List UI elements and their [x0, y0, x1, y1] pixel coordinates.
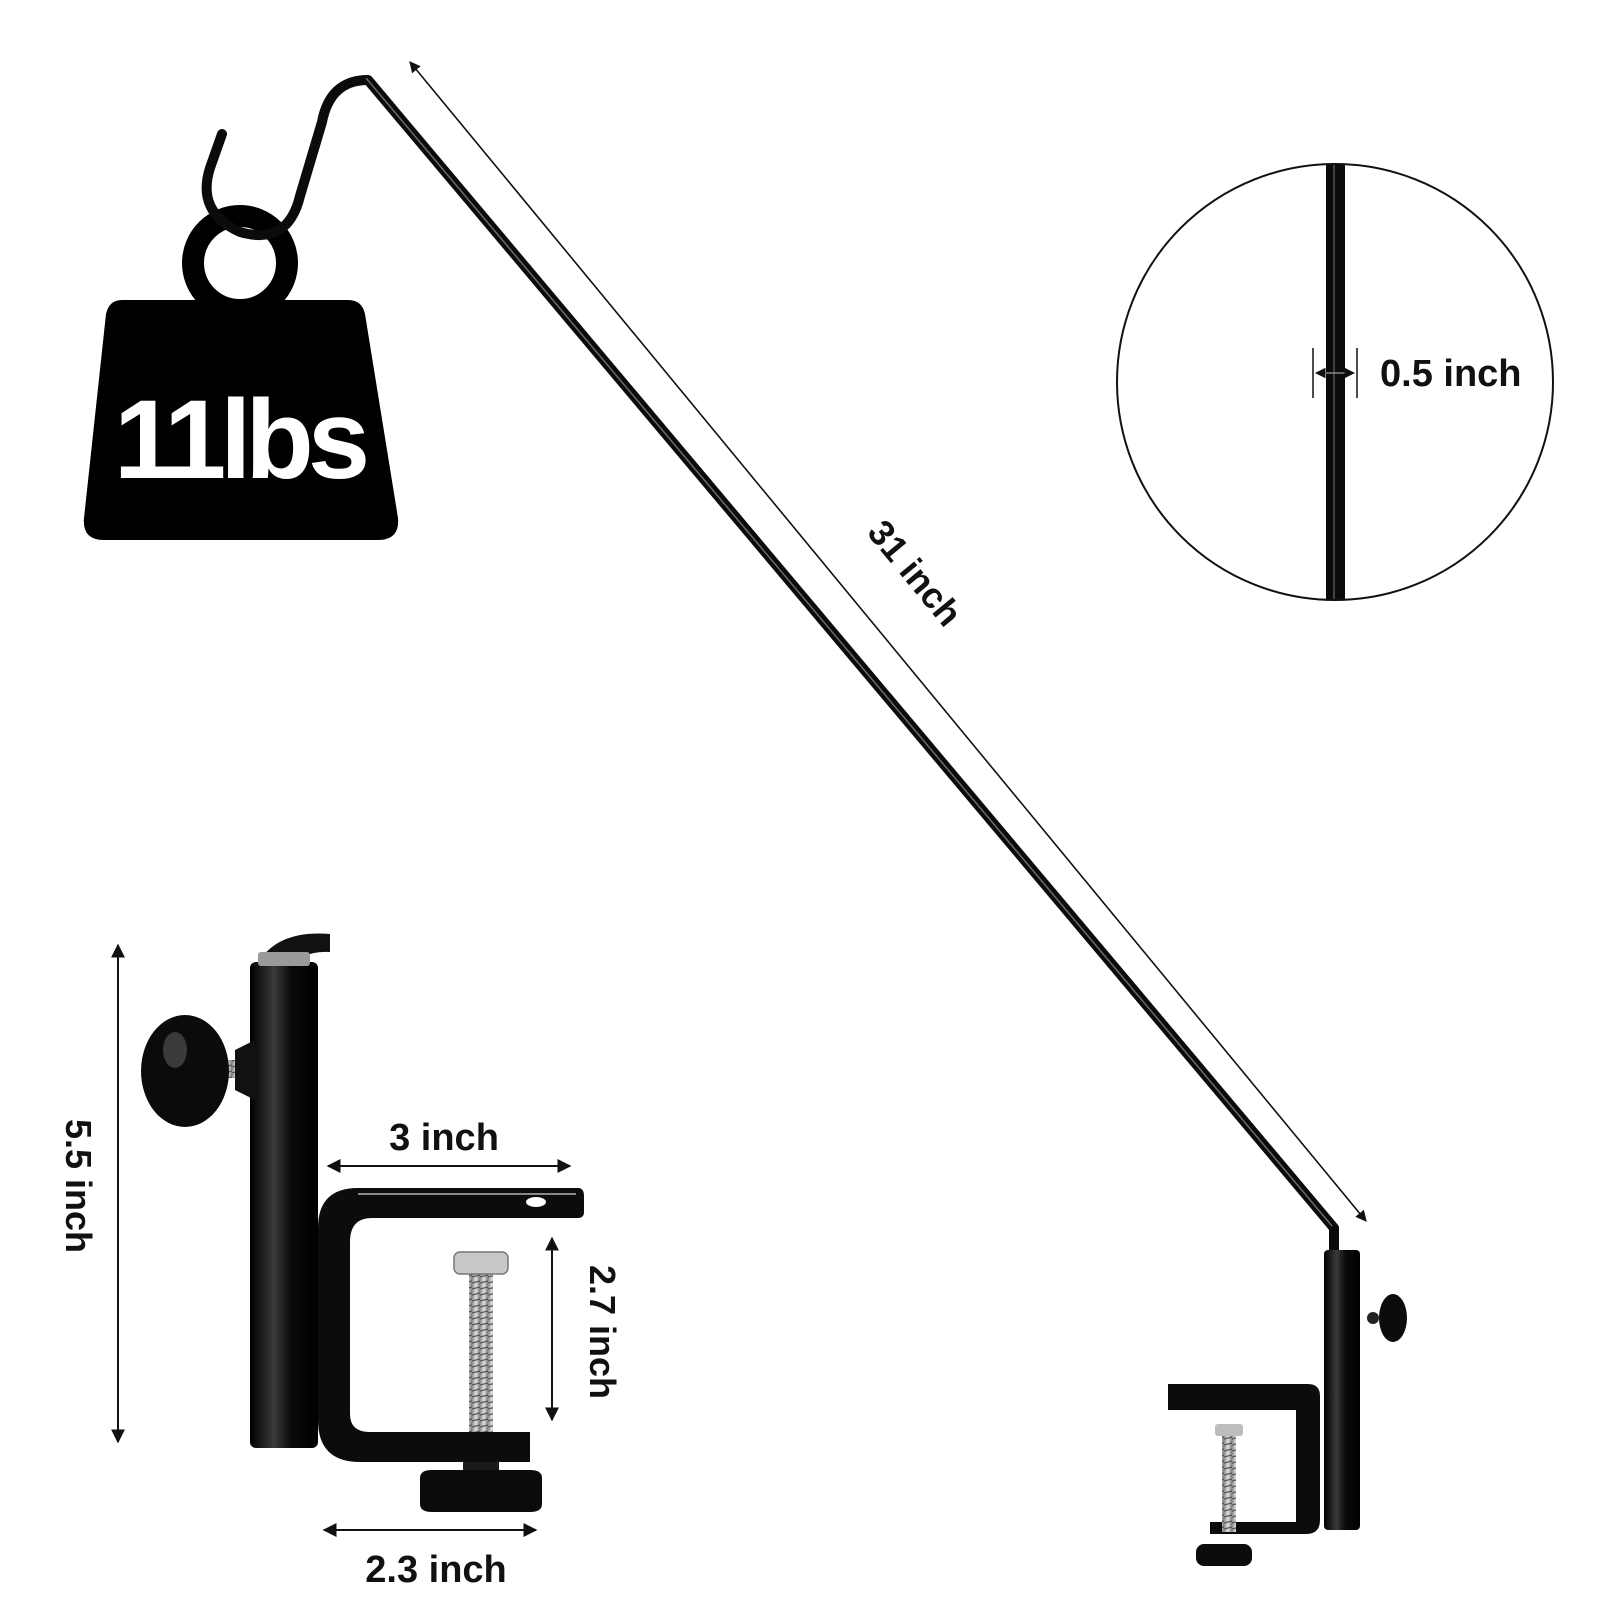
clamp-bottom-width-label: 2.3 inch — [365, 1549, 507, 1591]
clamp-opening-label: 2.7 inch — [582, 1265, 623, 1399]
rod-diameter-label: 0.5 inch — [1380, 353, 1522, 395]
clamp-height-label: 5.5 inch — [58, 1119, 99, 1253]
clamp-top-width-dimension: 3 inch — [326, 1117, 572, 1173]
clamp-height-dimension: 5.5 inch — [58, 943, 125, 1444]
clamp-detail — [141, 933, 584, 1512]
weight-label: 11lbs — [114, 377, 366, 502]
rod-diameter-detail: 0.5 inch — [1116, 163, 1554, 601]
clamp-bottom-width-dimension: 2.3 inch — [322, 1523, 538, 1591]
clamp-opening-dimension: 2.7 inch — [545, 1236, 623, 1422]
small-clamp — [1168, 1250, 1407, 1566]
length-label: 31 inch — [860, 512, 971, 634]
clamp-top-width-label: 3 inch — [389, 1117, 499, 1159]
weight-icon: 11lbs — [83, 205, 399, 540]
